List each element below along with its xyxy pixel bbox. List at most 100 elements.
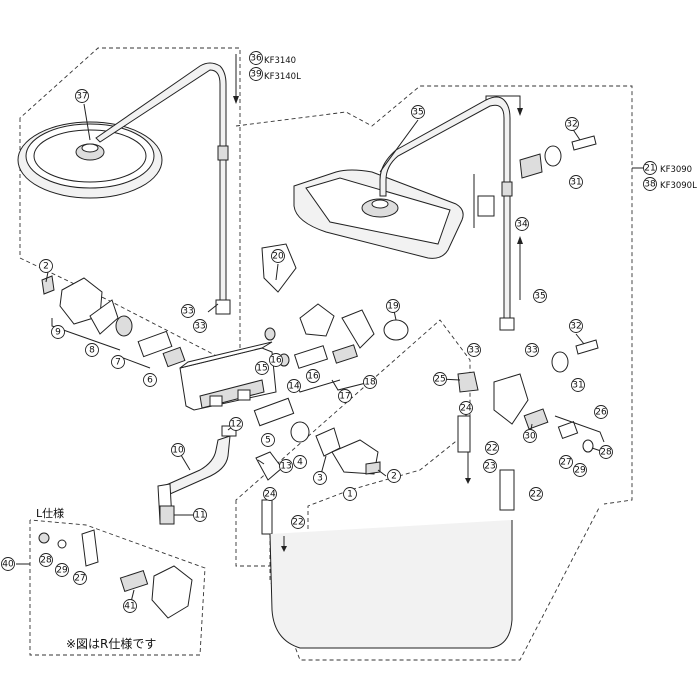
callout-number: 4 bbox=[297, 458, 303, 468]
callout-number: 16 bbox=[270, 356, 282, 366]
riser-arrow bbox=[517, 236, 523, 244]
callout-circle bbox=[569, 319, 583, 333]
callout-number: 33 bbox=[182, 307, 193, 317]
callout-circle bbox=[433, 372, 447, 386]
callout-circle bbox=[171, 443, 185, 457]
callout-number: 11 bbox=[194, 511, 205, 521]
round-shower-head bbox=[17, 121, 163, 199]
callout-number: 36 bbox=[250, 54, 262, 64]
callout-number: 15 bbox=[256, 364, 267, 374]
callout-circle bbox=[523, 429, 537, 443]
callout-number: 27 bbox=[74, 574, 85, 584]
callout-5: 5 bbox=[261, 433, 275, 447]
callout-14: 14 bbox=[287, 379, 301, 393]
model-label-kf3140: KF3140 bbox=[264, 56, 296, 66]
callout-circle bbox=[525, 343, 539, 357]
callout-circle bbox=[55, 563, 69, 577]
callout-number: 24 bbox=[460, 404, 472, 414]
callout-22: 22 bbox=[529, 487, 543, 501]
callout-circle bbox=[269, 353, 283, 367]
callout-41: 41 bbox=[123, 599, 137, 613]
callout-number: 19 bbox=[387, 302, 399, 312]
callout-number: 33 bbox=[468, 346, 479, 356]
callout-number: 17 bbox=[339, 392, 350, 402]
callout-number: 10 bbox=[172, 446, 184, 456]
callout-29: 29 bbox=[573, 463, 587, 477]
callout-29: 29 bbox=[55, 563, 69, 577]
callout-circle bbox=[287, 379, 301, 393]
callout-32: 32 bbox=[569, 319, 583, 333]
callout-circle bbox=[343, 487, 357, 501]
right-valve bbox=[457, 371, 594, 453]
callout-number: 8 bbox=[89, 346, 95, 356]
callout-number: 32 bbox=[566, 120, 577, 130]
callout-circle bbox=[387, 469, 401, 483]
callout-circle bbox=[39, 553, 53, 567]
callout-34: 34 bbox=[515, 217, 529, 231]
callout-circle bbox=[485, 441, 499, 455]
callout-circle bbox=[249, 51, 263, 65]
l-spec-label: L仕様 bbox=[36, 506, 64, 520]
callout-number: 22 bbox=[486, 444, 497, 454]
callout-circle bbox=[594, 405, 608, 419]
callout-number: 37 bbox=[76, 92, 87, 102]
callout-37: 37 bbox=[75, 89, 89, 103]
callout-layer: 3639373532213831342029876333319161615141… bbox=[1, 51, 657, 613]
callout-16: 16 bbox=[269, 353, 283, 367]
callout-40: 40 bbox=[1, 557, 15, 571]
callout-24: 24 bbox=[263, 487, 277, 501]
callout-number: 1 bbox=[347, 490, 353, 500]
callout-number: 38 bbox=[644, 180, 656, 190]
callout-circle bbox=[529, 487, 543, 501]
callout-number: 30 bbox=[524, 432, 536, 442]
mixer-body bbox=[179, 341, 277, 411]
callout-number: 2 bbox=[391, 472, 397, 482]
callout-circle bbox=[515, 217, 529, 231]
callout-27: 27 bbox=[73, 571, 87, 585]
callout-circle bbox=[411, 105, 425, 119]
callout-circle bbox=[293, 455, 307, 469]
callout-25: 25 bbox=[433, 372, 447, 386]
callout-number: 29 bbox=[56, 566, 68, 576]
callout-circle bbox=[193, 319, 207, 333]
callout-circle bbox=[1, 557, 15, 571]
arrow-kf3090 bbox=[517, 108, 523, 116]
hose-fittings bbox=[261, 415, 515, 649]
arrow-kf3140 bbox=[233, 96, 239, 104]
callout-30: 30 bbox=[523, 429, 537, 443]
callout-circle bbox=[181, 304, 195, 318]
right-mixer-parts bbox=[253, 243, 409, 481]
callout-number: 35 bbox=[534, 292, 545, 302]
callout-number: 31 bbox=[570, 178, 581, 188]
callout-35: 35 bbox=[411, 105, 425, 119]
callout-31: 31 bbox=[571, 378, 585, 392]
callout-circle bbox=[599, 445, 613, 459]
callout-27: 27 bbox=[559, 455, 573, 469]
callout-2: 2 bbox=[387, 469, 401, 483]
callout-number: 29 bbox=[574, 466, 586, 476]
callout-circle bbox=[559, 455, 573, 469]
spout bbox=[157, 425, 237, 525]
callout-number: 13 bbox=[280, 462, 291, 472]
callout-26: 26 bbox=[594, 405, 608, 419]
callout-circle bbox=[306, 369, 320, 383]
callout-number: 9 bbox=[55, 328, 61, 338]
callout-number: 3 bbox=[317, 474, 323, 484]
callout-circle bbox=[643, 161, 657, 175]
callout-circle bbox=[75, 89, 89, 103]
callout-24: 24 bbox=[459, 401, 473, 415]
callout-11: 11 bbox=[193, 508, 207, 522]
callout-circle bbox=[571, 378, 585, 392]
callout-2: 2 bbox=[39, 259, 53, 273]
callout-number: 26 bbox=[595, 408, 607, 418]
model-label-kf3090l: KF3090L bbox=[660, 181, 697, 191]
parts-left-chain bbox=[89, 299, 186, 368]
callout-number: 18 bbox=[364, 378, 376, 388]
callout-number: 7 bbox=[115, 358, 121, 368]
callout-7: 7 bbox=[111, 355, 125, 369]
callout-number: 41 bbox=[124, 602, 135, 612]
callout-circle bbox=[229, 417, 243, 431]
callout-35: 35 bbox=[533, 289, 547, 303]
